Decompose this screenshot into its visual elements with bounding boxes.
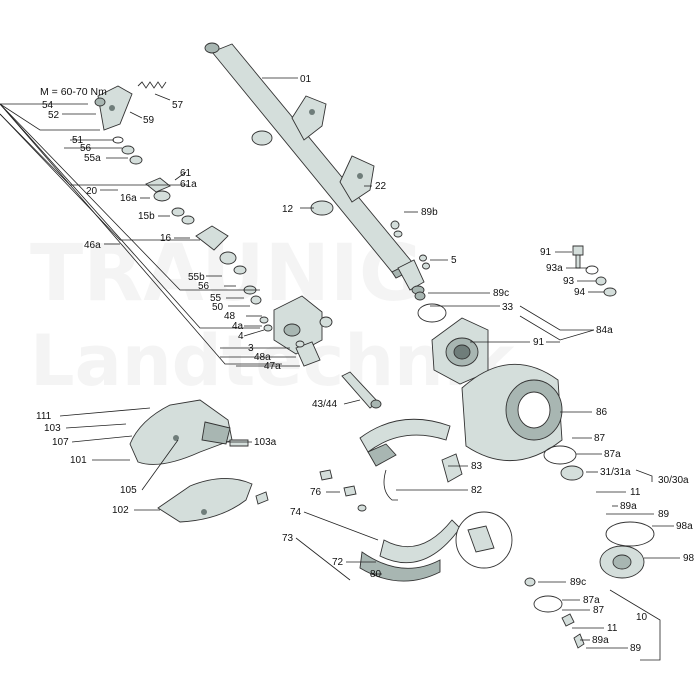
callout-label: 50 xyxy=(212,302,224,313)
brake-anchor-plate-lower xyxy=(157,478,269,523)
callout-label: 46a xyxy=(84,240,101,251)
callout-label: 103 xyxy=(44,423,61,434)
callout-label: 107 xyxy=(52,437,69,448)
callout-label: 86 xyxy=(596,407,608,418)
callout-label: 15b xyxy=(138,211,155,222)
callout-labels: 01 22 12 89b 5 89c 33 84a 91 91 93a 93 9… xyxy=(36,74,695,654)
callout-label: 87 xyxy=(594,433,606,444)
bearing-cap-lower xyxy=(524,577,585,649)
callout-label: 59 xyxy=(143,115,155,126)
callout-label: 98a xyxy=(676,521,693,532)
watermark-line1: TRAUNIG xyxy=(30,229,423,319)
callout-label: 93a xyxy=(546,263,563,274)
leader-lines xyxy=(0,77,680,661)
callout-label: 83 xyxy=(471,461,483,472)
callout-label: 55b xyxy=(188,272,205,283)
callout-label: 87a xyxy=(583,595,600,606)
callout-label: 4 xyxy=(238,331,244,342)
callout-label: 48a xyxy=(254,352,271,363)
brake-spring-wire xyxy=(319,469,398,512)
callout-label: 52 xyxy=(48,110,60,121)
callout-label: 94 xyxy=(574,287,586,298)
callout-label: 10 xyxy=(636,612,648,623)
callout-label: 31/31a xyxy=(600,467,631,478)
callout-label: 61a xyxy=(180,179,197,190)
brake-anchor-plate-upper xyxy=(129,399,249,465)
brake-drum xyxy=(461,363,563,462)
callout-label: 82 xyxy=(471,485,483,496)
callout-label: 87a xyxy=(604,449,621,460)
callout-label: 4a xyxy=(232,321,244,332)
callout-label: 91 xyxy=(533,337,545,348)
callout-label: 33 xyxy=(502,302,514,313)
brake-shoe-upper xyxy=(359,418,463,483)
hub-cover-parts xyxy=(543,445,655,579)
callout-label: 20 xyxy=(86,186,98,197)
callout-label: 72 xyxy=(332,557,344,568)
brake-shoe-lower xyxy=(359,511,513,582)
callout-label: 51 xyxy=(72,135,84,146)
callout-label: 98 xyxy=(683,553,695,564)
callout-label: 102 xyxy=(112,505,129,516)
callout-label: 89a xyxy=(592,635,609,646)
callout-label: 16 xyxy=(160,233,172,244)
callout-label: 74 xyxy=(290,507,302,518)
callout-label: 57 xyxy=(172,100,184,111)
callout-label: 54 xyxy=(42,100,54,111)
callout-label: 01 xyxy=(300,74,312,85)
cam-bracket xyxy=(259,295,333,367)
callout-label: 87 xyxy=(593,605,605,616)
callout-label: 89b xyxy=(421,207,438,218)
callout-label: 56 xyxy=(198,281,210,292)
callout-label: 48 xyxy=(224,311,236,322)
callout-label: 55a xyxy=(84,153,101,164)
torque-note: M = 60-70 Nm xyxy=(40,86,107,98)
callout-label: 43/44 xyxy=(312,399,337,410)
callout-label: 61 xyxy=(180,168,192,179)
callout-label: 76 xyxy=(310,487,322,498)
callout-label: 73 xyxy=(282,533,294,544)
callout-label: 89 xyxy=(658,509,670,520)
callout-label: 89c xyxy=(493,288,509,299)
callout-label: 80 xyxy=(370,569,382,580)
axle-beam xyxy=(204,42,447,323)
callout-label: 101 xyxy=(70,455,87,466)
callout-label: 93 xyxy=(563,276,575,287)
callout-label: 56 xyxy=(80,143,92,154)
callout-label: 89 xyxy=(630,643,642,654)
brake-camshaft xyxy=(341,371,382,409)
callout-label: 91 xyxy=(540,247,552,258)
callout-label: 47a xyxy=(264,361,281,372)
callout-label: 22 xyxy=(375,181,387,192)
callout-label: 105 xyxy=(120,485,137,496)
callout-label: 12 xyxy=(282,204,294,215)
callout-label: 11 xyxy=(630,487,641,498)
callout-label: 16a xyxy=(120,193,137,204)
callout-label: 89c xyxy=(570,577,586,588)
callout-label: 84a xyxy=(596,325,613,336)
callout-label: 111 xyxy=(36,411,52,422)
callout-label: 11 xyxy=(607,623,618,634)
wheel-bearing-hub xyxy=(431,317,489,385)
callout-label: 89a xyxy=(620,501,637,512)
callout-label: 5 xyxy=(451,255,457,266)
wheel-bolt-set xyxy=(572,245,617,297)
callout-label: 3 xyxy=(248,343,254,354)
callout-label: 103a xyxy=(254,437,277,448)
callout-label: 55 xyxy=(210,293,222,304)
callout-label: 30/30a xyxy=(658,475,689,486)
